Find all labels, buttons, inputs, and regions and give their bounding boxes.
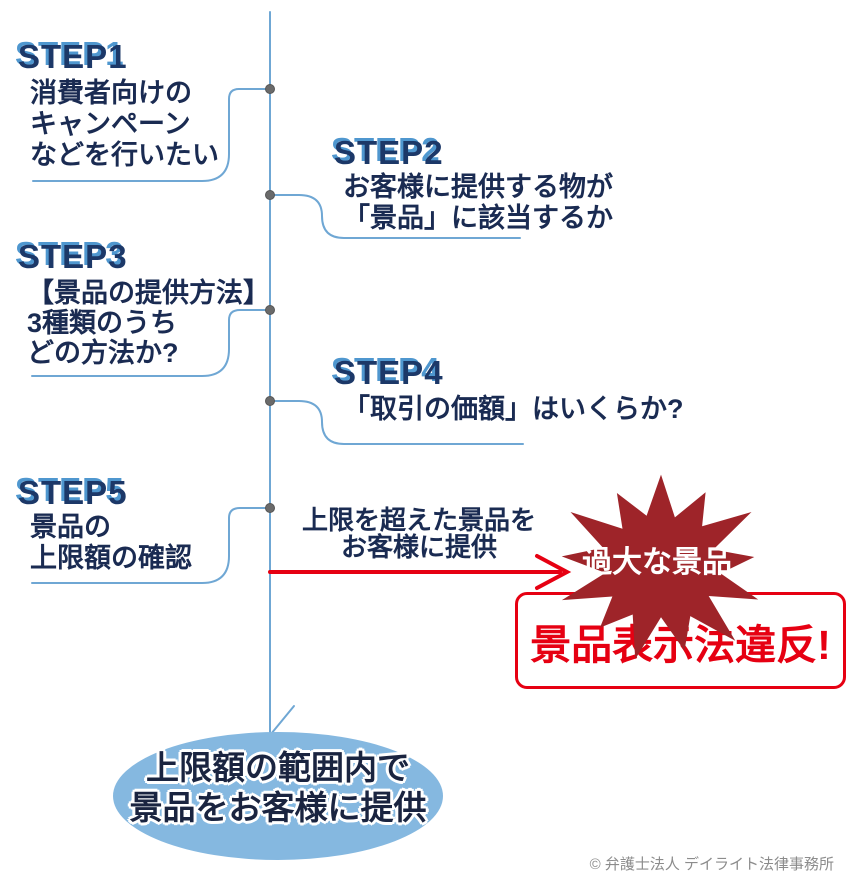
step3-label: STEP3 (18, 238, 128, 275)
burst-label: 過大な景品 (582, 546, 732, 579)
violation-arrowhead-icon (535, 554, 572, 590)
step2-description: お客様に提供する物が 「景品」に該当するか (343, 172, 613, 234)
junction-dot-step5 (265, 503, 275, 513)
copyright-notice: © 弁護士法人 デイライト法律事務所 (589, 856, 834, 873)
step2-line2: 「景品」に該当するか (343, 203, 613, 233)
step5-label: STEP5 (18, 474, 128, 511)
step1-description: 消費者向けの キャンペーン などを行いたい (30, 78, 219, 171)
down-arrowhead-icon (270, 705, 295, 735)
step5-line2: 上限額の確認 (30, 543, 192, 573)
connector-step2 (269, 194, 521, 239)
step5-description: 景品の 上限額の確認 (30, 512, 192, 574)
junction-dot-step3 (265, 305, 275, 315)
connector-step1 (32, 88, 271, 182)
step3-line2: 3種類のうち (27, 308, 178, 338)
step3-line3: どの方法か? (27, 338, 179, 368)
step5-line1: 景品の (30, 512, 111, 542)
junction-dot-step2 (265, 190, 275, 200)
step1-label: STEP1 (18, 38, 128, 75)
connector-step5 (31, 507, 271, 584)
step1-line3: などを行いたい (30, 140, 219, 170)
success-line1: 上限額の範囲内で (146, 749, 410, 786)
connector-step4 (269, 400, 524, 445)
junction-dot-step4 (265, 396, 275, 406)
connector-step3 (31, 309, 271, 377)
step2-label: STEP2 (334, 134, 444, 171)
step4-line1: 「取引の価額」はいくらか? (343, 394, 684, 424)
success-result-ellipse (113, 732, 443, 860)
step4-label: STEP4 (334, 354, 444, 391)
burst-shape-icon (561, 474, 759, 660)
violation-arrow-caption: 上限を超えた景品を お客様に提供 (280, 507, 558, 561)
step3-line1: 【景品の提供方法】 (27, 278, 270, 308)
violation-caption-line2: お客様に提供 (340, 532, 497, 562)
success-result-text: 上限額の範囲内で 景品をお客様に提供 (113, 748, 443, 828)
step1-line2: キャンペーン (30, 109, 191, 139)
violation-caption-line1: 上限を超えた景品を (301, 505, 536, 535)
step2-line1: お客様に提供する物が (343, 172, 613, 202)
step3-description: 【景品の提供方法】 3種類のうち どの方法か? (27, 278, 270, 368)
step1-line1: 消費者向けの (30, 78, 192, 108)
junction-dot-step1 (265, 84, 275, 94)
step4-description: 「取引の価額」はいくらか? (343, 394, 684, 424)
success-line2: 景品をお客様に提供 (129, 789, 427, 826)
